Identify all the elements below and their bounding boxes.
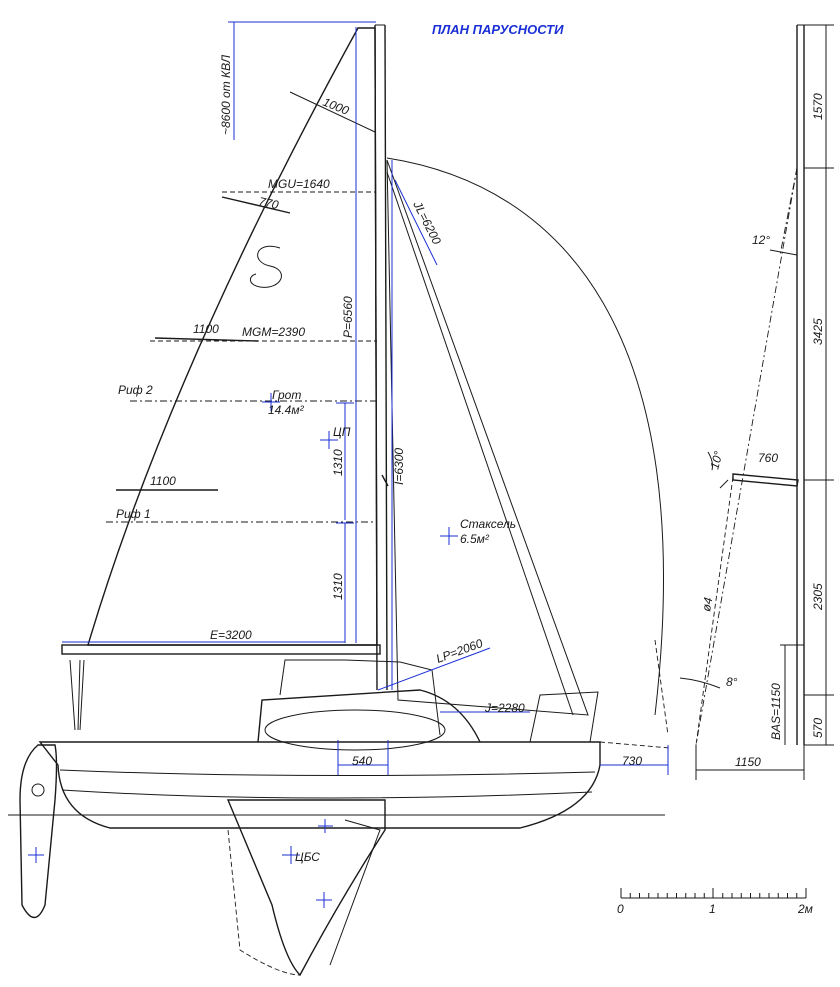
label-clr: ЦБС xyxy=(295,850,320,864)
boom xyxy=(61,644,381,731)
hull xyxy=(8,659,671,977)
label-d1150: 1150 xyxy=(735,755,761,769)
label-mgm: MGM=2390 xyxy=(242,325,305,339)
mast-side-view xyxy=(679,24,834,780)
label-bas: BAS=1150 xyxy=(769,683,783,740)
label-reef2: Риф 2 xyxy=(118,383,153,397)
label-730: 730 xyxy=(622,754,642,768)
label-lp: LP=2060 xyxy=(434,636,485,666)
scale-bar: 0 1 2м xyxy=(617,888,813,916)
label-i: I=6300 xyxy=(392,448,406,485)
scale-label-2: 2м xyxy=(797,902,813,916)
label-batten-mid: 1100 xyxy=(193,322,219,336)
label-d1570: 1570 xyxy=(811,93,825,120)
sail-labels: ~8600 от КВЛ 1000 MGU=1640 770 JL=6200 P… xyxy=(116,54,642,864)
label-reef1: Риф 1 xyxy=(116,507,151,521)
label-a10: 10° xyxy=(707,449,725,470)
label-d3425: 3425 xyxy=(811,318,825,345)
label-1310-lower: 1310 xyxy=(331,573,345,600)
label-d4: ø4 xyxy=(699,596,715,613)
label-d2305: 2305 xyxy=(811,583,825,611)
label-p: P=6560 xyxy=(341,296,355,338)
label-head-width: 1000 xyxy=(321,95,351,118)
label-d570: 570 xyxy=(811,718,825,738)
scale-label-1: 1 xyxy=(709,902,716,916)
mast-dim-labels: 1570 3425 2305 570 BAS=1150 1150 760 12°… xyxy=(699,93,825,769)
label-mgu: MGU=1640 xyxy=(268,177,330,191)
label-a12: 12° xyxy=(752,233,770,247)
dimensions xyxy=(28,21,669,908)
label-main-name: Грот xyxy=(272,388,301,402)
label-jib-name: Стаксель xyxy=(460,517,516,531)
mainsail xyxy=(87,27,378,646)
label-d760: 760 xyxy=(758,451,778,465)
label-jib-area: 6.5м² xyxy=(460,532,490,546)
label-a8: 8° xyxy=(726,675,738,689)
label-1310-upper: 1310 xyxy=(331,449,345,476)
label-batten-top: 770 xyxy=(257,194,280,212)
drawing-title: ПЛАН ПАРУСНОСТИ xyxy=(432,22,564,37)
mast xyxy=(374,24,574,716)
label-jl: JL=6200 xyxy=(410,198,444,247)
label-e: E=3200 xyxy=(210,628,252,642)
label-ce: ЦП xyxy=(333,425,351,439)
label-main-area: 14.4м² xyxy=(268,403,305,417)
label-height-note: ~8600 от КВЛ xyxy=(219,54,233,135)
label-540: 540 xyxy=(352,754,372,768)
label-j: J=2280 xyxy=(484,701,525,715)
jib xyxy=(386,157,669,736)
scale-label-0: 0 xyxy=(617,902,624,916)
label-batten-low: 1100 xyxy=(150,474,176,488)
